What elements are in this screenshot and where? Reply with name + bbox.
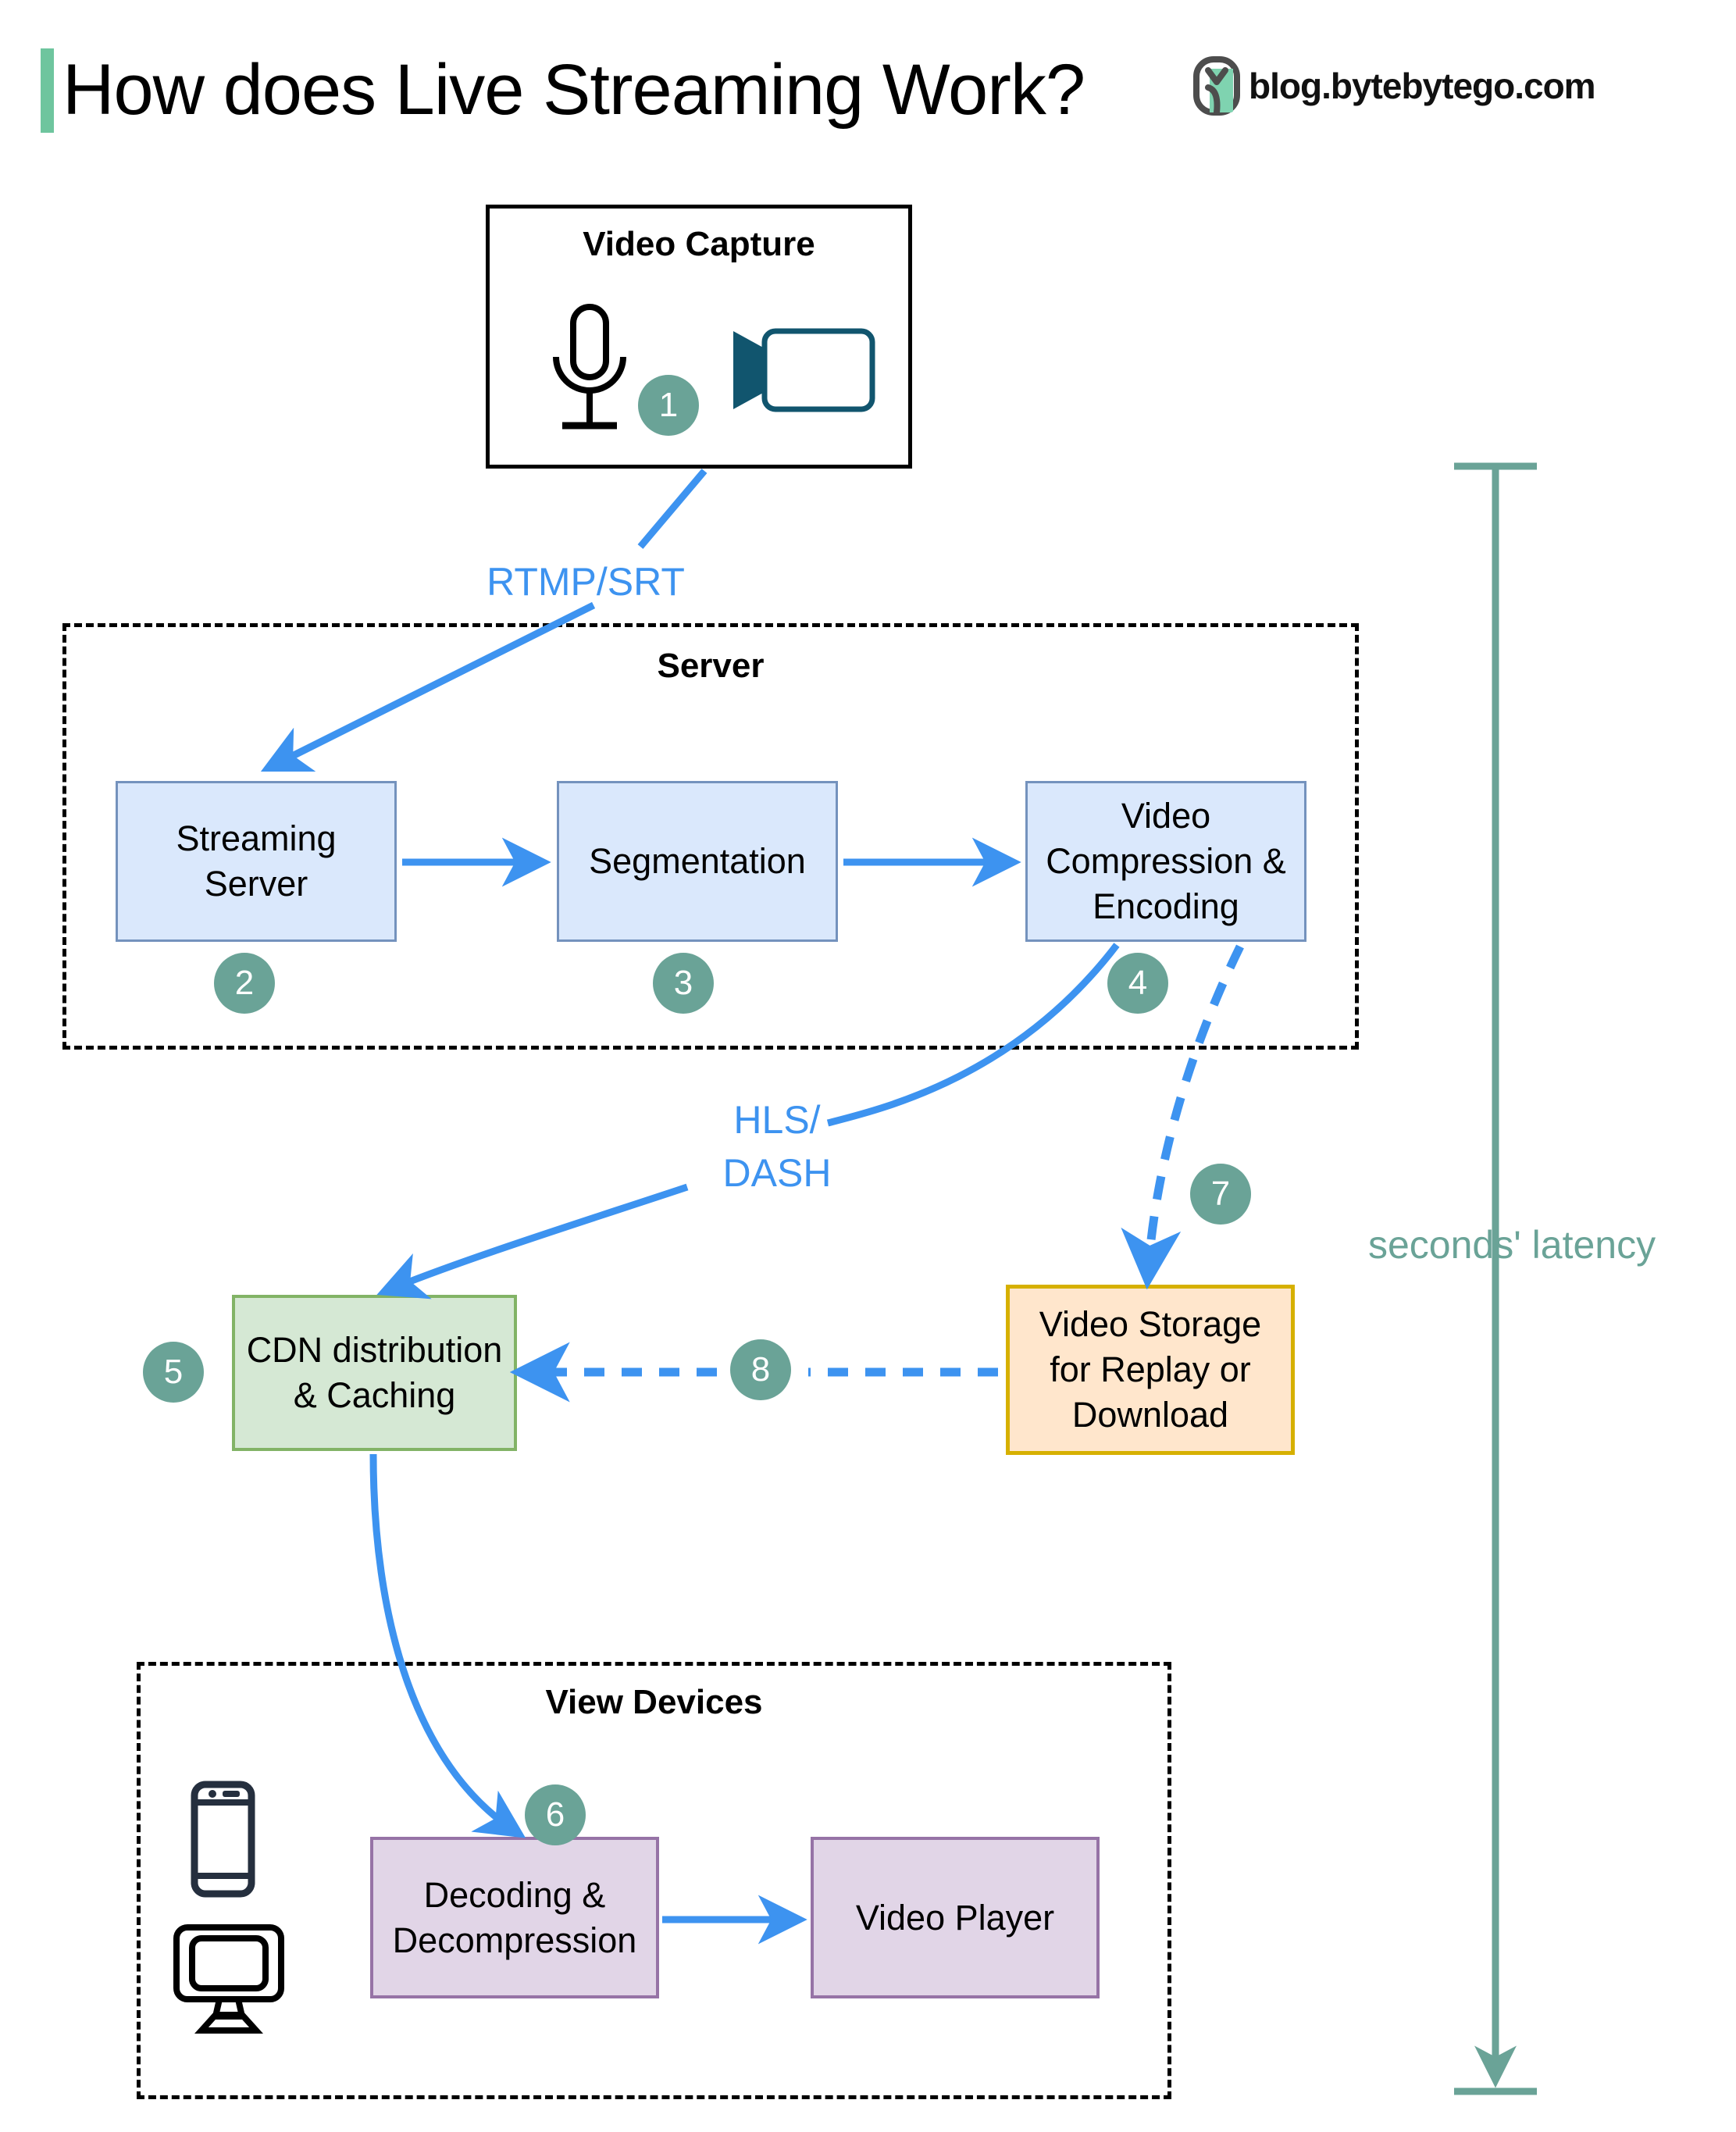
node-video-compression[interactable]: Video Compression & Encoding (1025, 781, 1306, 942)
node-segmentation-label: Segmentation (589, 841, 806, 881)
server-title: Server (657, 647, 765, 685)
node-video-player-label: Video Player (855, 1897, 1055, 1938)
edge-label-hls-dash: HLS/ DASH (722, 1098, 832, 1195)
mobile-phone-icon (191, 1781, 255, 1898)
node-cdn-label: CDN distribution & Caching (246, 1330, 503, 1415)
node-video-storage-label: Video Storage for Replay or Download (1039, 1304, 1262, 1435)
node-cdn[interactable]: CDN distribution & Caching (232, 1295, 517, 1451)
view-devices-container (137, 1662, 1171, 2099)
node-video-storage[interactable]: Video Storage for Replay or Download (1006, 1285, 1295, 1455)
brand-block: blog.bytebytego.com (1192, 56, 1596, 116)
badge-7: 7 (1190, 1164, 1251, 1225)
desktop-monitor-icon (173, 1924, 284, 2034)
node-streaming-server[interactable]: Streaming Server (116, 781, 397, 942)
node-decoding[interactable]: Decoding & Decompression (370, 1837, 659, 1998)
edge-label-rtmp-srt: RTMP/SRT (487, 560, 685, 604)
bytebytego-logo-icon (1193, 56, 1240, 116)
badge-5: 5 (143, 1342, 204, 1403)
badge-8: 8 (730, 1339, 791, 1400)
page-header: How does Live Streaming Work? blog.byteb… (0, 0, 1736, 156)
arrow-compression-to-cdn-tail (376, 1183, 689, 1300)
page-title: How does Live Streaming Work? (62, 50, 1085, 130)
badge-6: 6 (525, 1784, 586, 1845)
title-accent-bar (41, 48, 54, 133)
latency-annotation-label: seconds' latency (1368, 1223, 1656, 1267)
node-segmentation[interactable]: Segmentation (557, 781, 838, 942)
node-video-compression-label: Video Compression & Encoding (1046, 796, 1286, 926)
microphone-icon (553, 304, 626, 430)
server-container (62, 623, 1359, 1050)
badge-2: 2 (214, 953, 275, 1014)
node-streaming-server-label: Streaming Server (176, 818, 337, 904)
node-video-player[interactable]: Video Player (811, 1837, 1100, 1998)
badge-4: 4 (1107, 953, 1168, 1014)
node-decoding-label: Decoding & Decompression (392, 1874, 637, 1960)
video-capture-title: Video Capture (583, 225, 815, 263)
badge-1: 1 (638, 375, 699, 436)
video-camera-icon (733, 328, 875, 412)
view-devices-title: View Devices (545, 1683, 763, 1721)
badge-3: 3 (653, 953, 714, 1014)
brand-text: blog.bytebytego.com (1249, 66, 1596, 106)
